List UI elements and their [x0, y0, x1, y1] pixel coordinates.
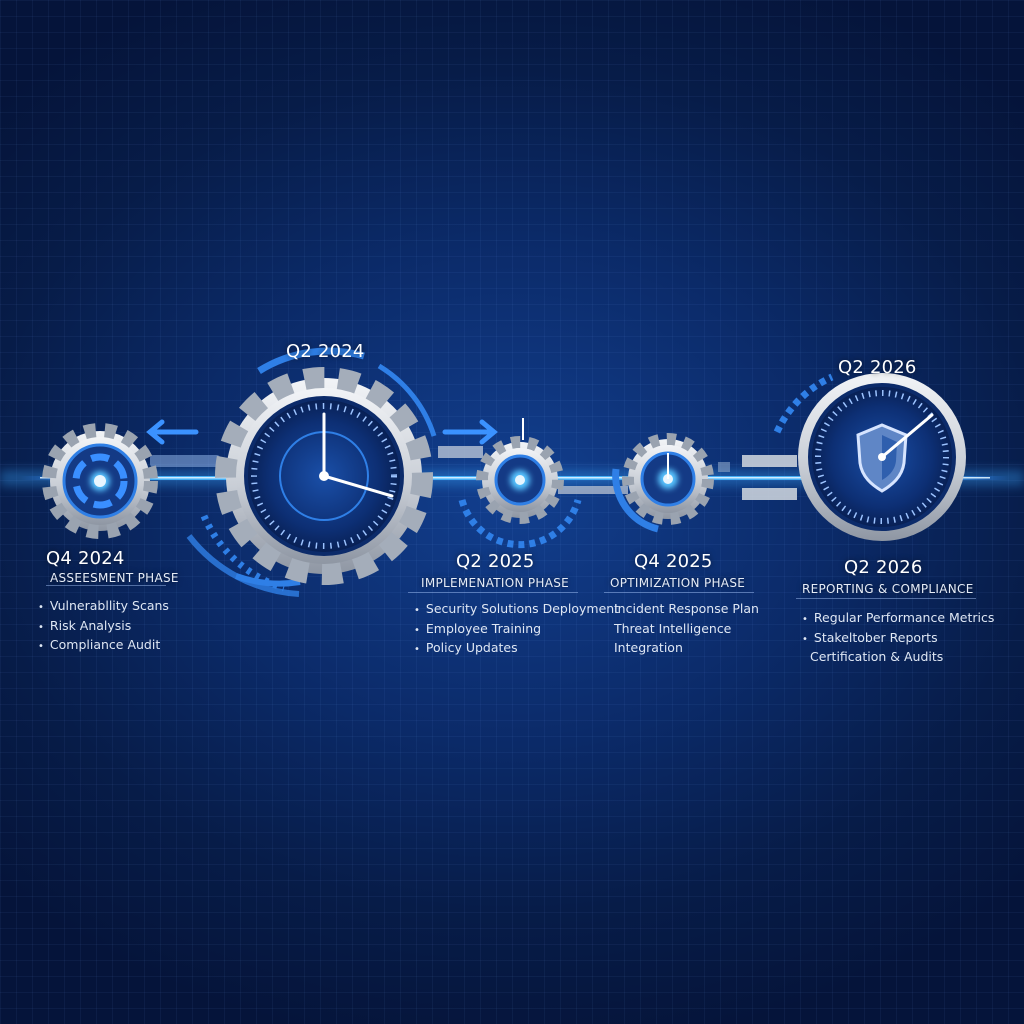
list-item: Security Solutions Deployment — [414, 599, 619, 619]
list-item: Regular Performance Metrics — [802, 608, 994, 628]
phase-items: Security Solutions Deployment Employee T… — [414, 599, 619, 658]
milestone-date: Q2 2026 — [844, 557, 923, 578]
milestone-date: Q2 2025 — [456, 551, 535, 572]
list-item: Risk Analysis — [38, 616, 169, 636]
list-item: Compliance Audit — [38, 635, 169, 655]
clock-icon — [186, 347, 437, 597]
list-item: Certification & Audits — [810, 649, 944, 664]
phase-items: Vulnerabllity Scans Risk Analysis Compli… — [38, 596, 169, 655]
milestone-date-top: Q2 2026 — [838, 357, 917, 378]
gear-icon — [612, 433, 714, 533]
connector-bars — [150, 446, 797, 500]
list-item: Incident Response Plan — [614, 601, 759, 616]
list-item: Stakeltober Reports — [802, 628, 994, 648]
phase-title: OPTIMIZATION PHASE — [610, 576, 746, 590]
milestone-date: Q2 2024 — [286, 341, 365, 362]
list-item: Employee Training — [414, 619, 619, 639]
phase-title: REPORTING & COMPLIANCE — [802, 582, 974, 596]
milestone-date: Q4 2025 — [634, 551, 713, 572]
phase-items: Incident Response Plan Threat Intelligen… — [614, 599, 759, 658]
phase-title: IMPLEMENATION PHASE — [421, 576, 570, 590]
phase-items: Regular Performance Metrics Stakeltober … — [802, 608, 994, 667]
shield-icon — [773, 373, 966, 541]
arrow-right-icon — [442, 419, 498, 445]
gear-icon — [42, 423, 158, 539]
phase-title: ASSEESMENT PHASE — [50, 571, 179, 585]
milestone-date: Q4 2024 — [46, 548, 125, 569]
arrow-left-icon — [146, 419, 199, 445]
list-item: Threat Intelligence — [614, 620, 732, 636]
list-item: Vulnerabllity Scans — [38, 596, 169, 616]
gear-icon — [458, 418, 582, 549]
list-item: Policy Updates — [414, 638, 619, 658]
list-item: Integration — [614, 640, 683, 655]
